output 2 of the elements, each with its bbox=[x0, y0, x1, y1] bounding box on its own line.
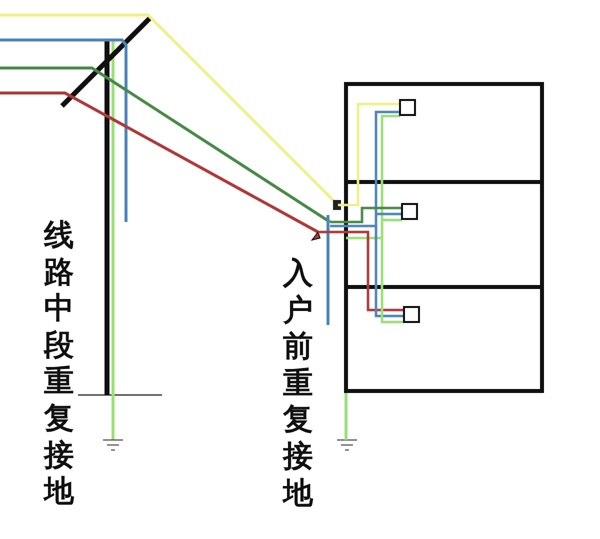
grounding-label: 线路中段重复接地 bbox=[44, 218, 74, 511]
grounding-label: 入户前重复接地 bbox=[283, 256, 313, 512]
